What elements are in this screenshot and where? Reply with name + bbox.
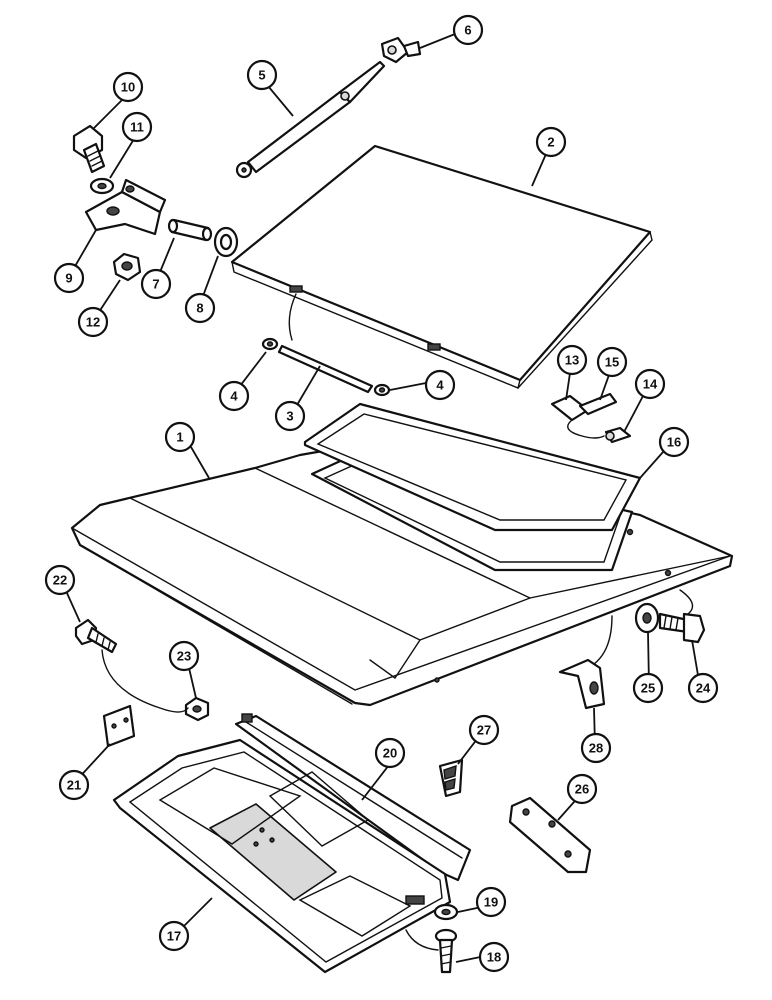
assembly-line-18: [405, 929, 439, 951]
part-22-bolt: [74, 618, 118, 654]
svg-text:7: 7: [152, 277, 159, 292]
svg-text:25: 25: [641, 681, 655, 696]
part-24-bolt: [658, 612, 706, 644]
svg-text:23: 23: [177, 649, 191, 664]
assembly-line-24: [679, 589, 694, 615]
callout-3: 3: [274, 400, 306, 432]
svg-text:2: 2: [547, 135, 554, 150]
part-6-ball-joint: [380, 36, 422, 64]
svg-text:4: 4: [230, 389, 238, 404]
part-16-seal-frame: [303, 402, 642, 532]
svg-text:3: 3: [286, 409, 293, 424]
svg-text:16: 16: [667, 435, 681, 450]
svg-text:12: 12: [86, 315, 100, 330]
svg-text:19: 19: [484, 895, 498, 910]
callout-22: 22: [44, 564, 76, 596]
svg-text:6: 6: [464, 23, 471, 38]
svg-text:21: 21: [67, 778, 81, 793]
callout-18: 18: [478, 941, 510, 973]
part-26-plate: [508, 796, 592, 874]
part-15-latch-plate: [578, 392, 618, 416]
svg-text:17: 17: [167, 929, 181, 944]
part-9-hinge-bracket: [84, 178, 167, 236]
callout-1: 1: [164, 421, 196, 453]
svg-text:8: 8: [196, 301, 203, 316]
part-18-screw: [434, 928, 458, 974]
svg-text:18: 18: [487, 950, 501, 965]
part-23-nut: [184, 696, 210, 722]
svg-text:27: 27: [477, 723, 491, 738]
callout-20: 20: [374, 737, 406, 769]
svg-text:20: 20: [383, 746, 397, 761]
callout-6: 6: [452, 14, 484, 46]
svg-text:26: 26: [575, 782, 589, 797]
part-11-washer: [89, 177, 115, 195]
part-14-latch-screw: [604, 426, 632, 444]
part-7-pin: [167, 218, 213, 242]
callout-28: 28: [580, 732, 612, 764]
svg-text:1: 1: [176, 430, 183, 445]
svg-text:28: 28: [589, 741, 603, 756]
callout-5: 5: [246, 59, 278, 91]
callout-8: 8: [184, 292, 216, 324]
part-2-sunroof-panel: [230, 144, 653, 389]
part-8-lock-washer: [213, 226, 239, 258]
callout-12: 12: [77, 306, 109, 338]
part-5-gas-strut: [235, 60, 386, 179]
callout-2: 2: [535, 126, 567, 158]
svg-text:15: 15: [605, 355, 619, 370]
callout-27: 27: [468, 714, 500, 746]
svg-text:4: 4: [436, 378, 444, 393]
part-25-washer: [634, 602, 660, 634]
svg-text:14: 14: [643, 377, 658, 392]
callout-9: 9: [53, 262, 85, 294]
part-28-bracket: [558, 658, 606, 710]
callout-23: 23: [168, 640, 200, 672]
callout-14: 14: [634, 368, 666, 400]
svg-text:13: 13: [565, 353, 579, 368]
callout-7: 7: [140, 268, 172, 300]
part-3-hinge-rod: [261, 337, 391, 397]
part-12-nut: [112, 252, 142, 282]
callout-16: 16: [658, 426, 690, 458]
svg-text:11: 11: [130, 120, 144, 135]
svg-text:22: 22: [53, 573, 67, 588]
assembly-line-28: [593, 615, 613, 665]
callout-24: 24: [687, 672, 719, 704]
callout-19: 19: [475, 886, 507, 918]
part-10-bolt: [72, 124, 106, 174]
assembly-line-21-23: [101, 649, 189, 713]
leader-lines: [61, 33, 701, 963]
svg-text:9: 9: [65, 271, 72, 286]
callout-4b: 4: [424, 369, 456, 401]
svg-text:10: 10: [121, 80, 135, 95]
callout-17: 17: [158, 920, 190, 952]
callout-4a: 4: [218, 380, 250, 412]
svg-text:24: 24: [696, 681, 711, 696]
part-21-plate: [102, 704, 136, 748]
part-27-clip: [438, 758, 464, 798]
part-19-washer: [433, 903, 459, 921]
callout-26: 26: [566, 773, 598, 805]
part-17-headliner-tray: [112, 738, 452, 974]
callout-21: 21: [58, 769, 90, 801]
svg-text:5: 5: [258, 68, 265, 83]
callout-13: 13: [556, 344, 588, 376]
callout-11: 11: [121, 111, 153, 143]
callout-25: 25: [632, 672, 664, 704]
callout-10: 10: [112, 71, 144, 103]
callout-15: 15: [596, 346, 628, 378]
